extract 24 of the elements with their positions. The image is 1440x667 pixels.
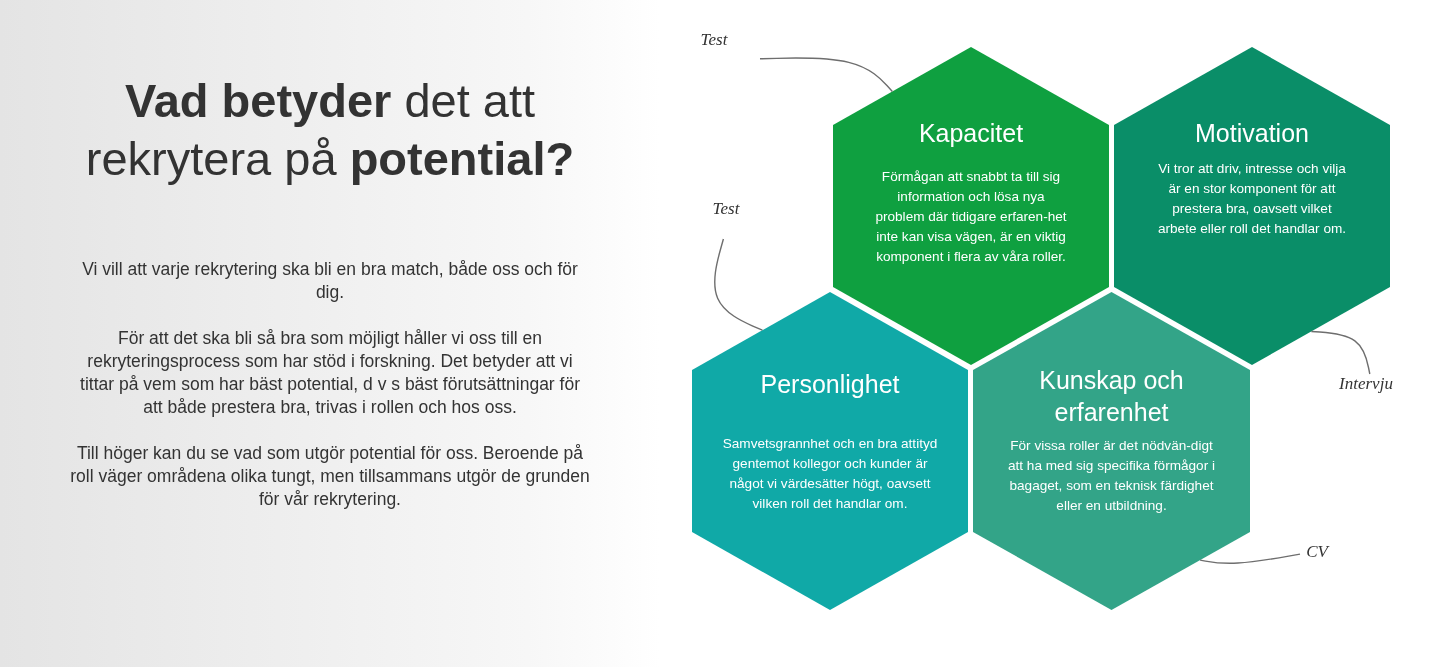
tile-description: Förmågan att snabbt ta till sig information och lösa nya problem där tidigare erfaren-het inte kan visa vägen, är en viktig komponent i flera av våra roller. — [874, 168, 1068, 266]
paragraph: För att det ska bli så bra som möjligt håller vi oss till en rekryteringsprocess som har stöd i forskning. Det betyder att vi tittar på vem som har bäst potential, d v s bäst förutsättningar för att både prestera bra, trivas i rollen och hos oss. — [79, 327, 581, 419]
leader-line — [714, 238, 764, 331]
hexagon-tile — [1114, 47, 1390, 365]
handwritten-note: Test — [700, 199, 752, 239]
tile-description: Samvetsgrannhet och en bra attityd gentemot kollegor och kunder är något vi värdesätter högt, oavsett vilken roll det handlar om. — [722, 435, 938, 513]
hexagon-tile — [973, 292, 1250, 610]
handwritten-note: Intervju — [1328, 374, 1404, 396]
tile-description: Vi tror att driv, intresse och vilja är en stor komponent för att prestera bra, oavsett vilket arbete eller roll det handlar om. — [1156, 160, 1348, 238]
hexagon-tile — [692, 292, 968, 610]
tile-heading: Personlighet — [759, 369, 901, 400]
leader-line — [1199, 553, 1301, 564]
paragraph: Till höger kan du se vad som utgör potential för oss. Beroende på roll väger områdena olika tungt, men tillsammans utgör de grunden för vår rekrytering. — [70, 442, 590, 511]
tile-description: För vissa roller är det nödvän-digt att ha med sig specifika förmågor i bagaget, som en teknisk färdighet eller en utbildning. — [1007, 437, 1216, 515]
hexagon-tile — [833, 47, 1109, 365]
paragraph: Vi vill att varje rekrytering ska bli en bra match, både oss och för dig. — [81, 258, 579, 304]
handwritten-note: CV — [1300, 542, 1334, 564]
leader-line — [759, 57, 894, 93]
leader-line — [1310, 330, 1371, 375]
tile-heading: Motivation — [1194, 118, 1310, 149]
handwritten-note: Test — [668, 30, 760, 70]
tile-heading: Kunskap och erfarenhet — [1038, 365, 1185, 428]
title: Vad betyder det att rekrytera på potential? — [84, 73, 576, 187]
tile-heading: Kapacitet — [917, 118, 1025, 149]
